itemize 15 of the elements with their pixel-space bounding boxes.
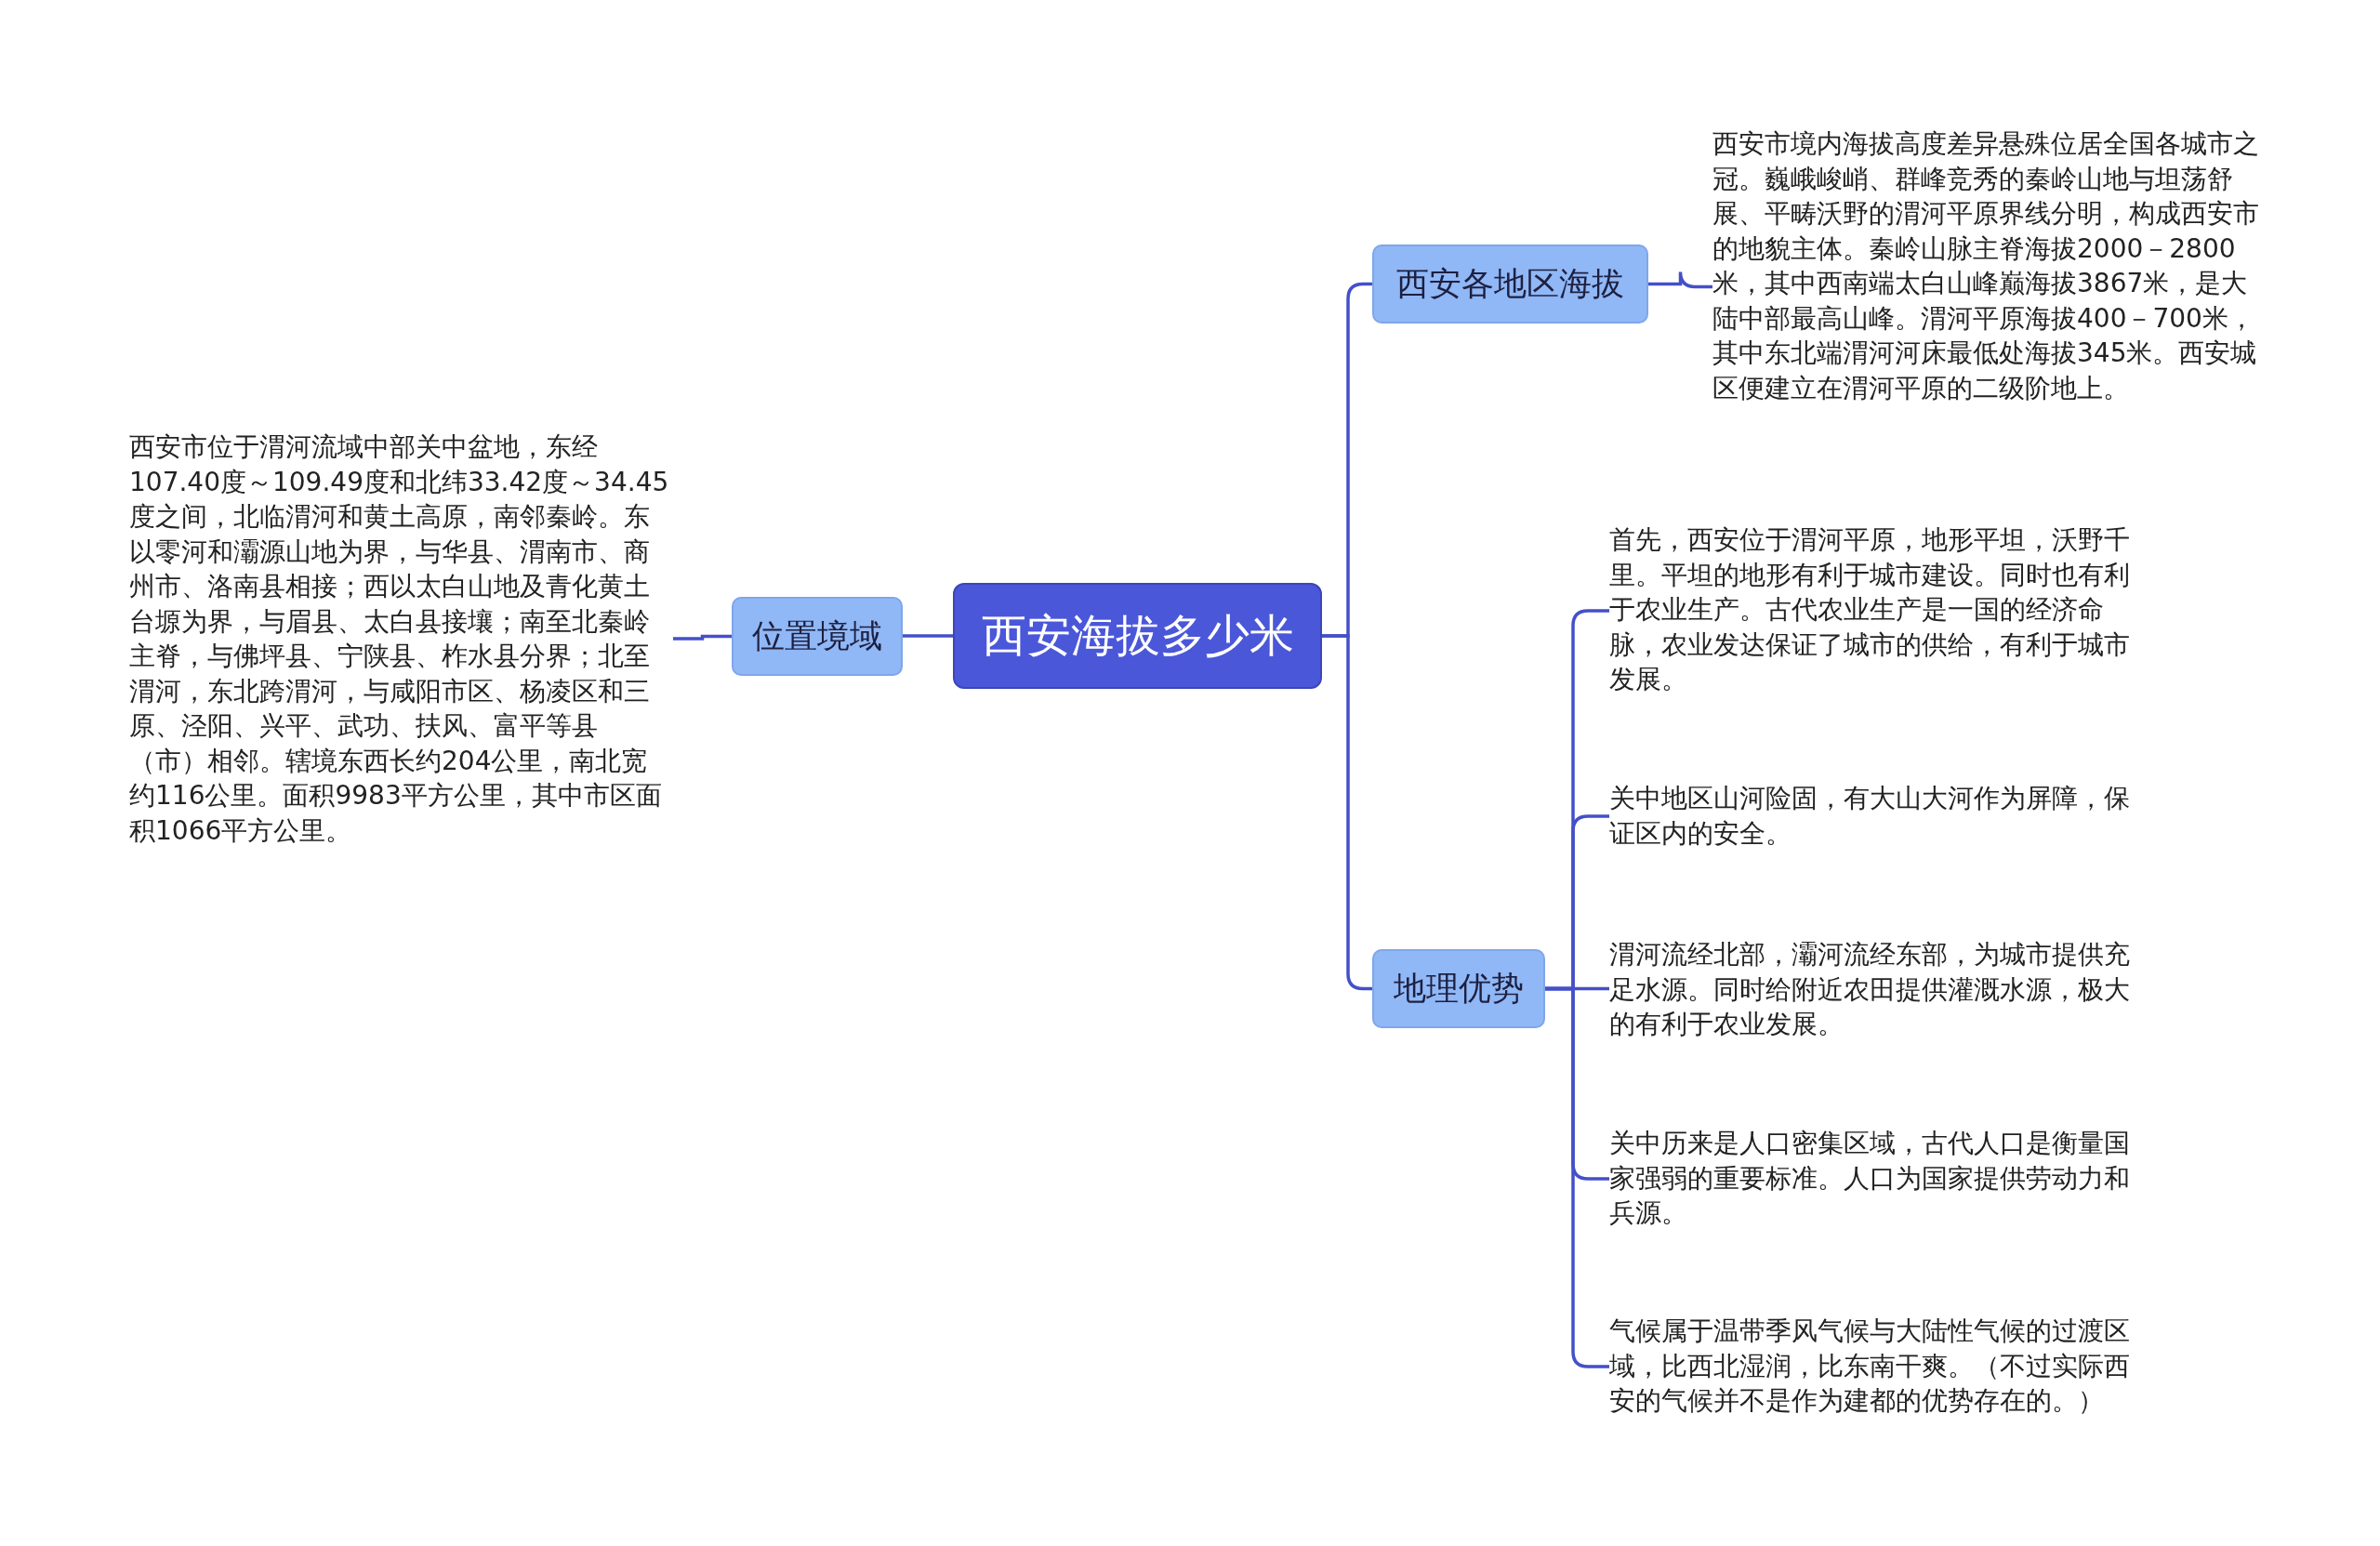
central-topic-box: 西安海拔多少米 <box>953 583 1322 689</box>
note-text: 渭河流经北部，灞河流经东部，为城市提供充足水源。同时给附近农田提供灌溉水源，极大的有利于农业发展。 <box>1609 937 2154 1042</box>
note-text: 关中地区山河险固，有大山大河作为屏障，保证区内的安全。 <box>1609 781 2154 851</box>
note-text: 西安市位于渭河流域中部关中盆地，东经107.40度～109.49度和北纬33.42度～34.45度之间，北临渭河和黄土高原，南邻秦岭。东以零河和灞源山地为界，与华县、渭南市、商州市、洛南县相接；西以太白山地及青化黄土台塬为界，与眉县、太白县接壤；南至北秦岭主脊，与佛坪县、宁陕县、柞水县分界；北至渭河，东北跨渭河，与咸阳市区、杨凌区和三原、泾阳、兴平、武功、扶风、富平等县（市）相邻。辖境东西长约204公里，南北宽约116公里。面积9983平方公里，其中市区面积1066平方公里。 <box>129 429 673 848</box>
topic-box: 地理优势 <box>1372 949 1545 1028</box>
note-text: 首先，西安位于渭河平原，地形平坦，沃野千里。平坦的地形有利于城市建设。同时也有利于农业生产。古代农业生产是一国的经济命脉，农业发达保证了城市的供给，有利于城市发展。 <box>1609 522 2154 697</box>
connector-line <box>673 634 732 641</box>
connector-line <box>1545 986 1609 1368</box>
note-text: 气候属于温带季风气候与大陆性气候的过渡区域，比西北湿润，比东南干爽。（不过实际西安的气候并不是作为建都的优势存在的。） <box>1609 1314 2154 1419</box>
connector-line <box>903 634 953 638</box>
note-text: 西安市境内海拔高度差异悬殊位居全国各城市之冠。巍峨峻峭、群峰竞秀的秦岭山地与坦荡舒展、平畴沃野的渭河平原界线分明，构成西安市的地貌主体。秦岭山脉主脊海拔2000－2800米，其中西南端太白山峰巅海拔3867米，是大陆中部最高山峰。渭河平原海拔400－700米，其中东北端渭河河床最低处海拔345米。西安城区便建立在渭河平原的二级阶地上。 <box>1712 126 2261 405</box>
connector-line <box>1648 270 1712 289</box>
topic-box: 位置境域 <box>732 597 903 676</box>
topic-box: 西安各地区海拔 <box>1372 244 1648 324</box>
note-text: 关中历来是人口密集区域，古代人口是衡量国家强弱的重要标准。人口为国家提供劳动力和兵源。 <box>1609 1126 2154 1231</box>
